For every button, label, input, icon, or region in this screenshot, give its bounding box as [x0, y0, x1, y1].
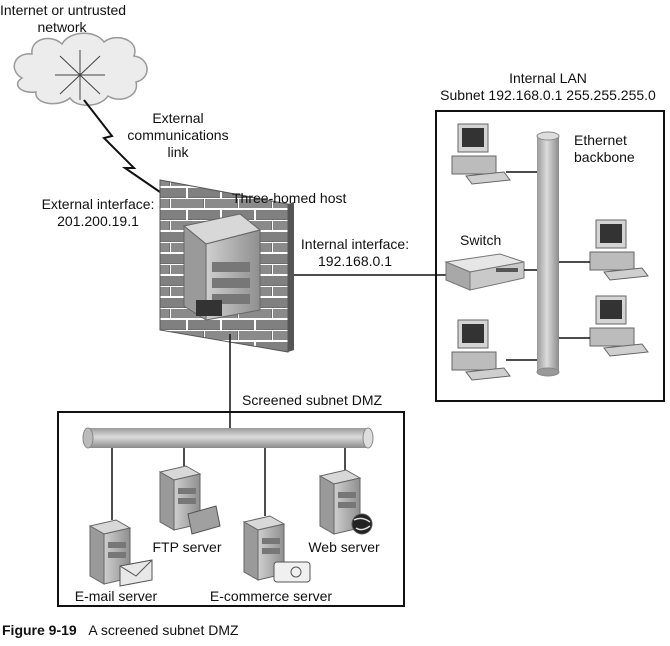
internal-lan-label-line2: Subnet 192.168.0.1 255.255.255.0 [440, 87, 656, 103]
dmz-box [57, 411, 405, 607]
internet-cloud-icon [13, 32, 148, 106]
internal-interface-label: Internal interface: 192.168.0.1 [290, 236, 420, 270]
internal-lan-label: Internal LAN Subnet 192.168.0.1 255.255.… [428, 70, 668, 104]
ecommerce-server-label: E-commerce server [209, 588, 333, 604]
internal-interface-label-line1: Internal interface: [300, 236, 410, 252]
internal-lan-label-line1: Internal LAN [509, 70, 587, 86]
workstation-icon [589, 295, 649, 357]
host-server-icon [182, 213, 262, 321]
workstation-icon [451, 319, 511, 381]
figure-caption: Figure 9-19 A screened subnet DMZ [2, 622, 239, 638]
external-interface-label-line2: 201.200.19.1 [57, 213, 139, 229]
figure-number: Figure 9-19 [2, 622, 77, 638]
web-server-label: Web server [308, 539, 380, 555]
workstation-icon [451, 123, 511, 185]
dmz-backbone-pipe [82, 427, 374, 449]
email-server-label: E-mail server [74, 588, 158, 604]
email-server-icon [88, 519, 153, 587]
external-link-label: External communications link [118, 110, 238, 161]
internal-lan-box [435, 110, 665, 402]
internal-interface-label-line2: 192.168.0.1 [318, 253, 392, 269]
ftp-server-label: FTP server [152, 539, 222, 555]
ecommerce-server-icon [242, 515, 311, 583]
web-server-icon [318, 469, 373, 535]
external-interface-label: External interface: 201.200.19.1 [30, 196, 166, 230]
switch-icon [444, 253, 525, 291]
ethernet-backbone-label-line2: backbone [574, 149, 635, 165]
workstation-icon [589, 219, 649, 281]
switch-label: Switch [460, 232, 502, 248]
external-link-line [83, 99, 161, 193]
external-link-label-line2: communications [127, 127, 229, 143]
ethernet-backbone-label: Ethernet backbone [574, 132, 635, 166]
dmz-label: Screened subnet DMZ [242, 392, 383, 408]
internet-label-line1: Internet or untrusted [0, 2, 127, 18]
three-homed-host-label: Three-homed host [232, 190, 347, 206]
external-interface-label-line1: External interface: [41, 196, 155, 212]
ethernet-backbone-pipe [536, 131, 560, 377]
ethernet-backbone-label-line1: Ethernet [574, 132, 627, 148]
internet-label: Internet or untrusted network [0, 2, 127, 36]
internet-label-line2: network [37, 19, 87, 35]
external-link-label-line1: External [152, 110, 204, 126]
figure-caption-text: A screened subnet DMZ [88, 622, 239, 638]
ftp-server-icon [158, 465, 221, 535]
external-link-label-line3: link [167, 144, 189, 160]
